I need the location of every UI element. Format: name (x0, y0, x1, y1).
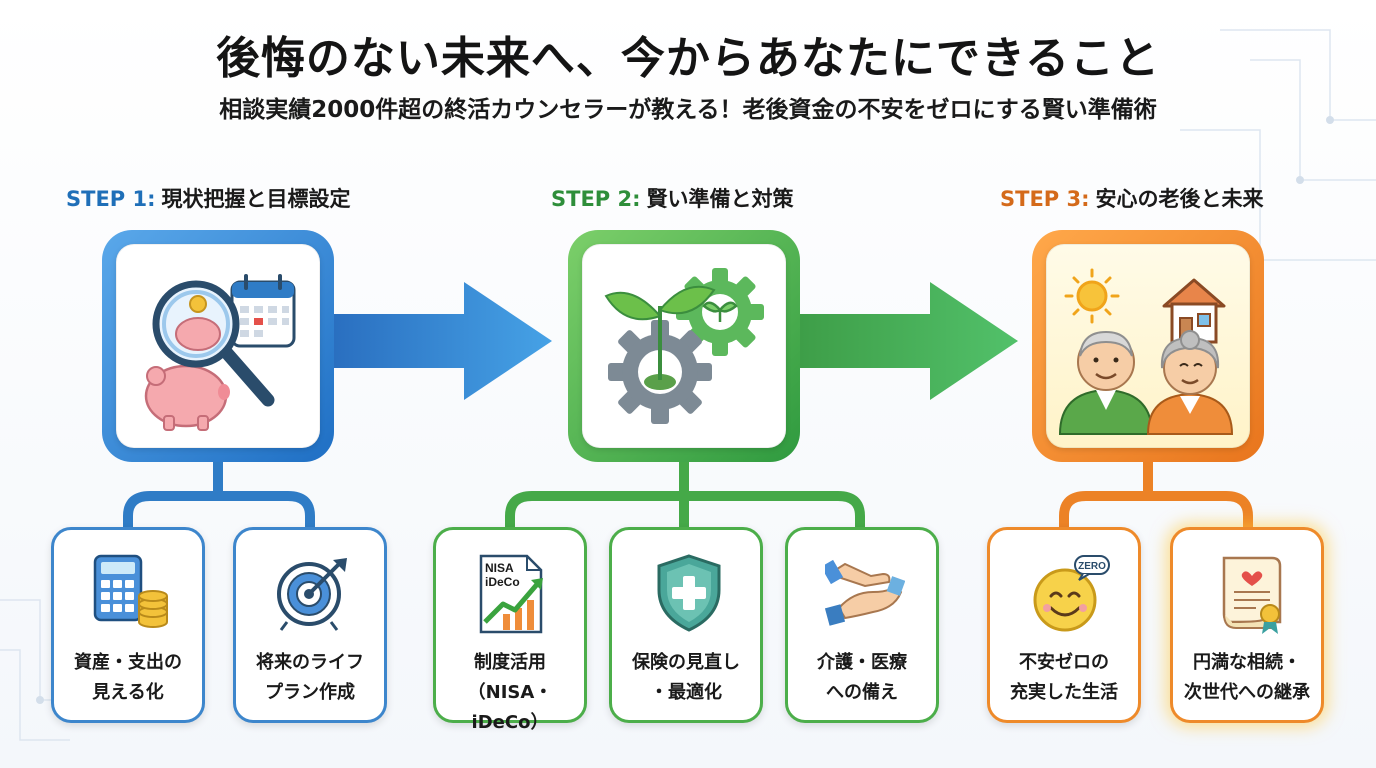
gears-sprout-icon (604, 268, 764, 424)
grandfather-icon (1058, 330, 1154, 435)
step3-label: STEP 3:安心の老後と未来 (1000, 183, 1264, 213)
step1-item2-line2: プラン作成 (265, 682, 355, 703)
step2-title: 賢い準備と対策 (646, 187, 794, 211)
sun-icon (1064, 268, 1120, 324)
target-icon (277, 558, 347, 631)
sprout-icon (604, 285, 716, 380)
step2-item-care: 介護・医療 への備え (785, 527, 939, 723)
step1-number: STEP 1: (66, 187, 156, 211)
step1-item1-line2: 見える化 (92, 682, 164, 703)
nisa-doc-text: NISA (485, 561, 514, 575)
grandmother-icon (1146, 330, 1234, 435)
step1-main-box (102, 230, 334, 462)
magnifier-piggybank-calendar-icon (144, 274, 296, 431)
step3-title: 安心の老後と未来 (1095, 187, 1264, 211)
step3-number: STEP 3: (1000, 187, 1090, 211)
step1-title: 現状把握と目標設定 (161, 187, 351, 211)
ideco-doc-text: iDeCo (485, 575, 520, 589)
step1-item1-line1: 資産・支出の (74, 652, 182, 673)
step2-item-nisa-ideco: NISA iDeCo 制度活用 （NISA・iDeCo） (433, 527, 587, 733)
step2-item2-line1: 保険の見直し (632, 652, 740, 673)
helping-hands-icon (825, 559, 905, 626)
step1-item2-line1: 将来のライフ (256, 652, 364, 673)
calendar-icon (230, 274, 296, 348)
step2-item2-line2: ・最適化 (650, 682, 722, 703)
step1-item-lifeplan: 将来のライフ プラン作成 (233, 527, 387, 723)
step2-main-box (568, 230, 800, 462)
step2-number: STEP 2: (551, 187, 641, 211)
step2-item1-line1: 制度活用 (474, 652, 546, 673)
nisa-ideco-chart-icon: NISA iDeCo (479, 554, 543, 634)
piggy-bank-icon (144, 364, 230, 431)
step2-item-insurance: 保険の見直し ・最適化 (609, 527, 763, 723)
arrow-step1-to-step2 (334, 282, 552, 400)
step3-item-no-worry: ZERO 不安ゼロの 充実した生活 (987, 527, 1141, 723)
step3-item1-line2: 充実した生活 (1010, 682, 1118, 703)
step3-item2-line1: 円満な相続・ (1193, 652, 1301, 673)
step3-item1-line1: 不安ゼロの (1019, 652, 1109, 673)
step1-label: STEP 1:現状把握と目標設定 (66, 183, 351, 213)
page-title: 後悔のない未来へ、今からあなたにできること (215, 33, 1161, 84)
step3-main-box (1032, 230, 1264, 462)
step2-item1-line2: （NISA・iDeCo） (467, 682, 553, 733)
magnifier-icon (152, 280, 275, 407)
step2-item3-line1: 介護・医療 (817, 652, 907, 673)
step1-branch-lines (123, 457, 315, 532)
elderly-couple-house-sun-icon (1058, 268, 1234, 435)
step3-branch-lines (1059, 457, 1253, 532)
arrow-step2-to-step3 (800, 282, 1018, 400)
smiley-zero-icon: ZERO (1033, 555, 1110, 632)
step2-item3-line2: への備え (826, 682, 898, 703)
calculator-coins-icon (93, 554, 168, 628)
zero-bubble-text: ZERO (1078, 561, 1106, 572)
step3-item-inheritance: 円満な相続・ 次世代への継承 (1170, 527, 1324, 723)
shield-plus-icon (657, 554, 721, 632)
certificate-scroll-icon (1222, 556, 1282, 634)
page-subtitle: 相談実績2000件超の終活カウンセラーが教える！老後資金の不安をゼロにする賢い準… (219, 97, 1157, 123)
step2-branch-lines (505, 457, 865, 532)
step2-label: STEP 2:賢い準備と対策 (551, 183, 794, 213)
step1-item-assets: 資産・支出の 見える化 (51, 527, 205, 723)
step3-item2-line2: 次世代への継承 (1184, 682, 1310, 703)
